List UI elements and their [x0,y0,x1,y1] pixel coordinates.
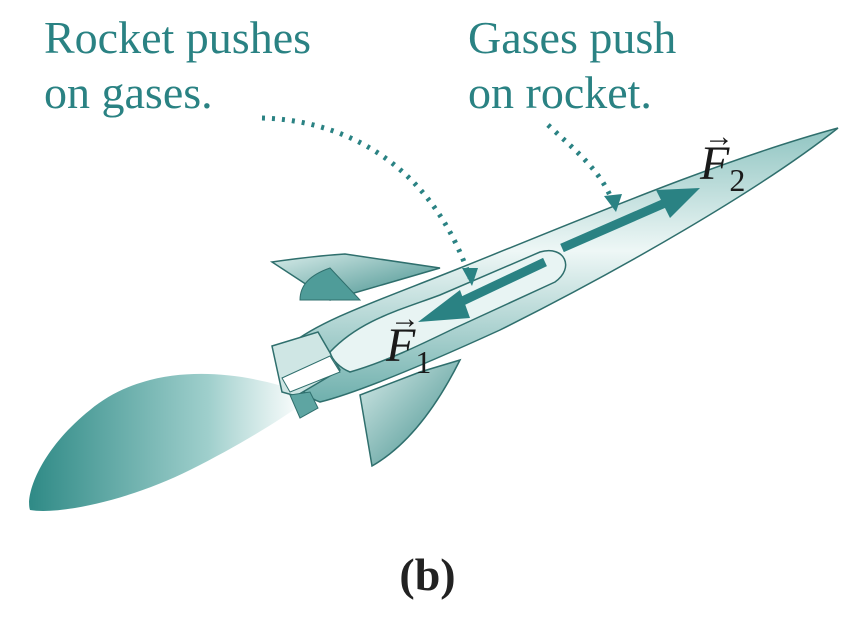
f1-subscript: 1 [415,344,432,380]
nozzle-throat [281,355,341,393]
force-label-f1: →F1 [386,304,431,379]
force-arrow-f2 [560,188,700,253]
exhaust-flame [29,373,306,511]
pointer-right-dotted [546,123,615,201]
label-left-line2: on gases. [44,67,213,118]
force-arrow-f1 [418,257,547,322]
pointer-right-head [604,194,622,212]
rocket-fin-lower [359,358,462,468]
force-label-f2: →F2 [700,122,745,197]
pointer-left-head [462,268,478,286]
f2-symbol: F [700,137,730,190]
label-right-line1: Gases push [468,12,677,63]
label-left-line1: Rocket pushes [44,12,312,63]
f1-symbol: F [386,319,416,372]
figure-caption: (b) [399,549,456,600]
vector-arrow-f2: → [704,120,734,153]
rocket-fin-lower-small [289,391,319,419]
label-gases-push-rocket: Gases push on rocket. [468,10,676,120]
label-rocket-pushes-gases: Rocket pushes on gases. [44,10,311,120]
vector-arrow-f1: → [390,302,420,335]
pointer-left-dotted [261,115,473,279]
rocket-fin-upper-back [299,267,362,301]
f2-subscript: 2 [729,162,746,198]
label-right-line2: on rocket. [468,67,652,118]
